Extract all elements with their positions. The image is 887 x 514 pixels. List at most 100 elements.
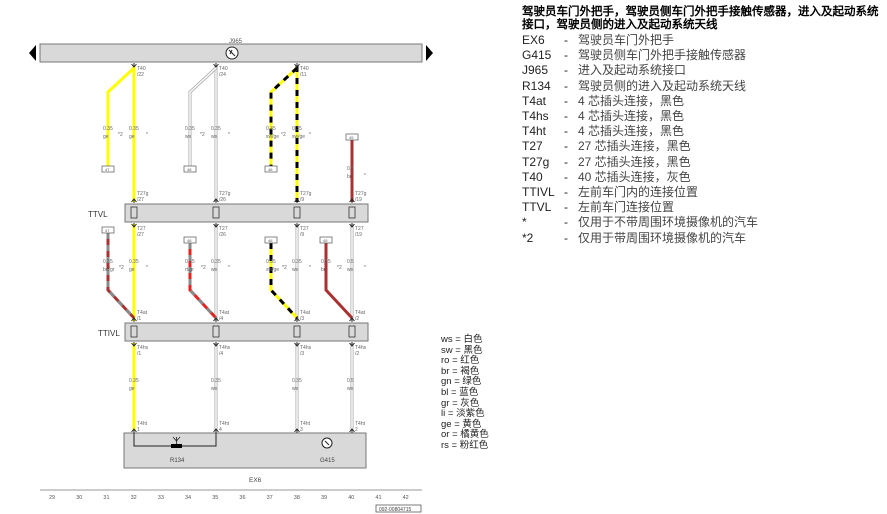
grid-number: 32 bbox=[131, 495, 137, 501]
ttvl-connector[interactable]: TTVL bbox=[88, 203, 369, 223]
wire-top-branch[interactable] bbox=[269, 66, 299, 166]
connector-label: T27g bbox=[355, 191, 367, 197]
grid-number: 41 bbox=[375, 495, 381, 501]
color-code-item: ws = 白色 bbox=[441, 334, 483, 345]
legend-dash: - bbox=[564, 109, 568, 124]
legend-desc: 左前车门连接位置 bbox=[578, 200, 675, 215]
color-name: 红色 bbox=[460, 355, 480, 367]
connector-pin: /2 bbox=[355, 351, 359, 357]
wire-color-code: ws bbox=[211, 267, 218, 273]
legend-item: TTIVL-左前车门内的连接位置 bbox=[522, 185, 884, 200]
connector-pin: /27 bbox=[137, 232, 144, 238]
legend-desc: 27 芯插头连接，黑色 bbox=[578, 154, 691, 169]
wire-gauge: 0.35 bbox=[129, 259, 139, 265]
legend-item: *2-仅用于带周围环境摄像机的汽车 bbox=[522, 231, 884, 246]
legend-desc: 4 芯插头连接，黑色 bbox=[578, 109, 685, 124]
connector-pin: /3 bbox=[300, 351, 304, 357]
legend-dash: - bbox=[564, 200, 568, 215]
grid-number: 31 bbox=[103, 495, 109, 501]
splice-box-label: 47 bbox=[105, 167, 110, 172]
color-code: rs bbox=[441, 439, 449, 451]
legend-dash: - bbox=[564, 78, 568, 93]
legend-desc: 仅用于带周围环境摄像机的汽车 bbox=[578, 230, 747, 245]
connector-pin: /24 bbox=[219, 72, 226, 78]
connector-label: T27 bbox=[300, 226, 309, 232]
wire-color-code: bn/gr bbox=[103, 267, 115, 273]
legend-item: G415-驾驶员侧车门外把手接触传感器 bbox=[522, 48, 884, 63]
wire-gauge: 0.35 bbox=[292, 126, 302, 132]
wire-top-branch[interactable] bbox=[106, 66, 136, 166]
connector-pin: /4 bbox=[219, 316, 223, 322]
doc-number: 092-00804715 bbox=[379, 507, 411, 513]
ex6-door-handle[interactable]: R134 G415 EX6 bbox=[123, 432, 367, 484]
pin-icon bbox=[294, 428, 300, 433]
wire-gauge: 0.35 bbox=[292, 378, 302, 384]
sensor-glyph bbox=[324, 440, 330, 446]
wire-color-code: ws bbox=[347, 267, 354, 273]
connector-pin: 4 bbox=[219, 427, 222, 433]
connector-pin: 1 bbox=[137, 427, 140, 433]
wire-color-code: ge bbox=[129, 386, 135, 392]
splice-box-label: 48 bbox=[187, 167, 192, 172]
note-star: * bbox=[228, 265, 230, 271]
connector-label: T4hs bbox=[300, 345, 312, 351]
g415-label: G415 bbox=[320, 458, 335, 464]
pin-icon bbox=[131, 198, 137, 203]
legend-code: T4hs bbox=[522, 109, 549, 124]
connector-label: T27 bbox=[219, 226, 228, 232]
grid-number: 38 bbox=[294, 495, 300, 501]
wire-color-code: br bbox=[347, 174, 352, 180]
pin-icon bbox=[349, 342, 355, 347]
color-name: 黄色 bbox=[462, 418, 482, 430]
j965-module[interactable]: J965 bbox=[29, 39, 433, 63]
legend-desc: 驾驶员侧车门外把手接触传感器 bbox=[578, 48, 747, 63]
connector-pin: /11 bbox=[300, 72, 307, 78]
color-code: or bbox=[441, 429, 450, 441]
wire-gauge: 0.35 bbox=[103, 126, 113, 132]
connector-label: T40 bbox=[300, 66, 309, 72]
connector-label: T27g bbox=[137, 191, 149, 197]
wire-top-branch[interactable] bbox=[188, 66, 218, 166]
color-code-item: br = 褐色 bbox=[441, 365, 480, 377]
connector-pin: /26 bbox=[219, 197, 226, 203]
wire-gauge: 0.35 bbox=[266, 126, 276, 132]
terminal-icon bbox=[348, 325, 356, 338]
color-name: 白色 bbox=[463, 334, 483, 345]
color-code-item: sw = 黑色 bbox=[441, 344, 483, 356]
splice-box-label: 45 bbox=[349, 135, 354, 140]
legend-dash: - bbox=[564, 93, 568, 108]
wire-mid-branch[interactable] bbox=[106, 233, 136, 320]
color-code: sw bbox=[441, 344, 453, 356]
pin-icon bbox=[213, 342, 219, 347]
splice-box-label: 46 bbox=[268, 238, 273, 243]
legend-dash: - bbox=[564, 124, 568, 139]
wire-mid-branch[interactable] bbox=[188, 243, 218, 320]
color-name: 褐色 bbox=[460, 365, 480, 377]
legend-desc: 4 芯插头连接，黑色 bbox=[578, 124, 685, 139]
wire-mid-branch[interactable] bbox=[324, 243, 354, 320]
wire-mid-branch[interactable] bbox=[269, 243, 299, 320]
connector-label: T27g bbox=[219, 191, 231, 197]
legend: 驾驶员车门外把手，驾驶员侧车门外把手接触传感器，进入及起动系统接口，驾驶员侧的进… bbox=[522, 6, 884, 246]
connector-label: T4at bbox=[137, 310, 148, 316]
connector-label: T40 bbox=[137, 66, 146, 72]
pin-icon bbox=[131, 342, 137, 347]
grid-number: 42 bbox=[403, 495, 409, 501]
connector-label: T40 bbox=[219, 66, 228, 72]
legend-desc: 驾驶员车门外把手 bbox=[578, 33, 675, 47]
note-star2: *2 bbox=[281, 132, 286, 138]
note-star2: *2 bbox=[119, 265, 124, 271]
connector-pin: /4 bbox=[219, 351, 223, 357]
wire-color-code: ws bbox=[185, 134, 192, 140]
wire-color-code: ws bbox=[292, 386, 299, 392]
r134-label: R134 bbox=[170, 458, 185, 464]
splice-box: 46 bbox=[264, 236, 278, 244]
wire-gauge: 0.35 bbox=[211, 126, 221, 132]
r134-antenna-icon bbox=[171, 444, 182, 448]
legend-item: T27-27 芯插头连接，黑色 bbox=[522, 139, 884, 154]
ttvl-label: TTVL bbox=[88, 210, 108, 219]
color-code: ro bbox=[441, 355, 450, 367]
wire-gauge: 0.5 bbox=[347, 378, 354, 384]
ttivl-connector[interactable]: TTIVL bbox=[98, 322, 369, 342]
antenna-glyph bbox=[172, 436, 181, 444]
